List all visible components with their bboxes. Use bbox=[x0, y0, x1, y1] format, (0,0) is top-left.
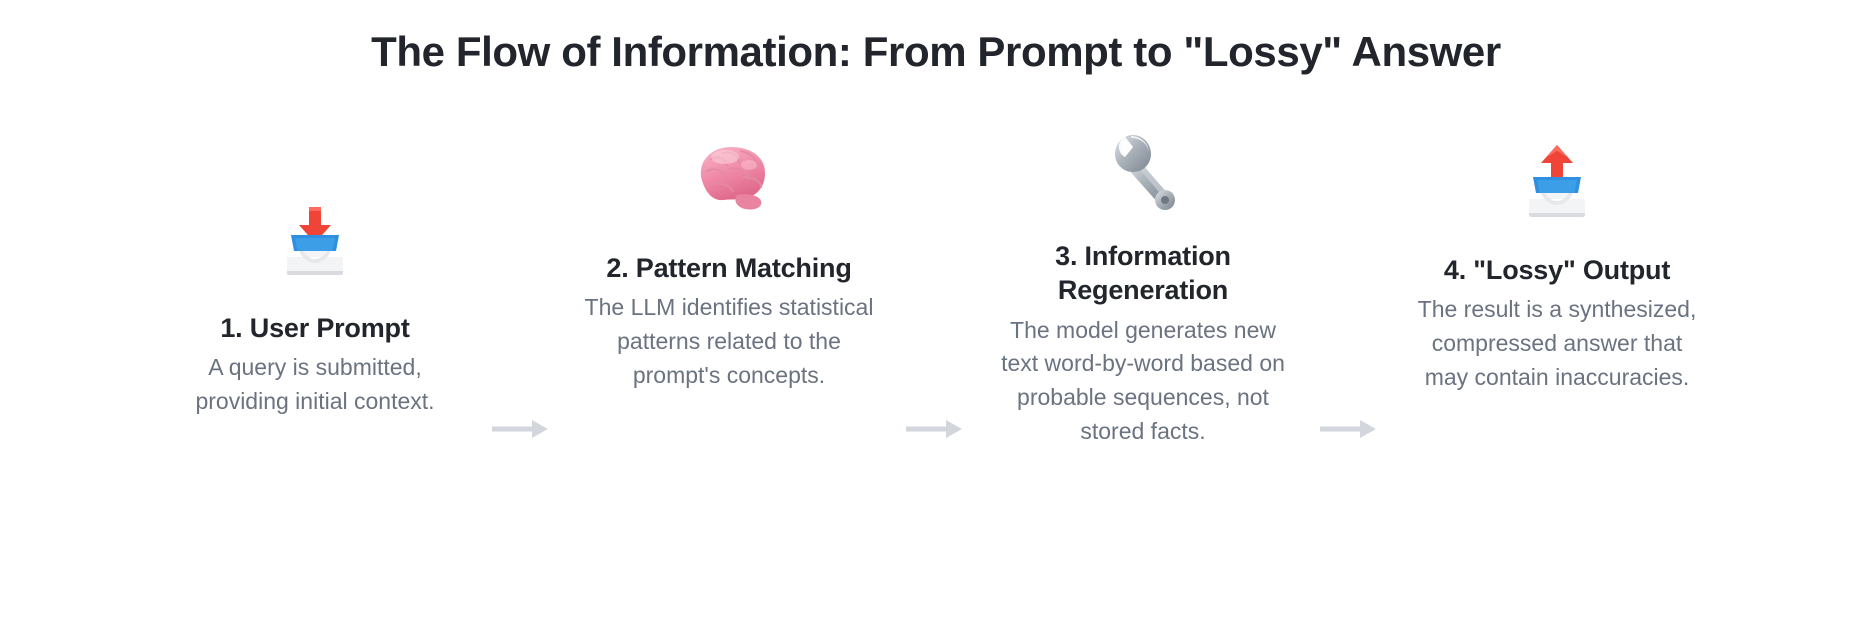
flow-step-2-title: 2. Pattern Matching bbox=[606, 252, 852, 283]
flow-step-4-description: The result is a synthesized, compressed … bbox=[1417, 296, 1697, 390]
flow-step-2-description: The LLM identifies statistical patterns … bbox=[584, 294, 874, 388]
outbox-tray-icon bbox=[1509, 131, 1605, 227]
flow-step-4-title: 4. "Lossy" Output bbox=[1443, 254, 1671, 285]
flow-step-2: 2. Pattern Matching The LLM identifies s… bbox=[570, 123, 888, 393]
arrow-2-to-3 bbox=[888, 409, 984, 449]
inbox-tray-icon bbox=[267, 189, 363, 285]
brain-icon bbox=[681, 129, 777, 225]
flow-step-1-description: A query is submitted, providing initial … bbox=[195, 354, 435, 414]
arrow-3-to-4 bbox=[1302, 409, 1398, 449]
flow-step-3-description: The model generates new text word-by-wor… bbox=[1001, 316, 1285, 444]
flow-step-1-title: 1. User Prompt bbox=[220, 312, 410, 343]
flow-step-4: 4. "Lossy" Output The result is a synthe… bbox=[1398, 123, 1716, 395]
page-title: The Flow of Information: From Prompt to … bbox=[371, 28, 1501, 75]
arrow-1-to-2 bbox=[474, 409, 570, 449]
wrench-icon bbox=[1095, 123, 1191, 219]
flow-step-3-title: 3. Information Regeneration bbox=[1055, 240, 1231, 306]
flow-steps-row: 1. User Prompt A query is submitted, pro… bbox=[0, 123, 1872, 449]
flow-step-1: 1. User Prompt A query is submitted, pro… bbox=[156, 123, 474, 419]
flow-step-3: 3. Information Regeneration The model ge… bbox=[984, 123, 1302, 449]
